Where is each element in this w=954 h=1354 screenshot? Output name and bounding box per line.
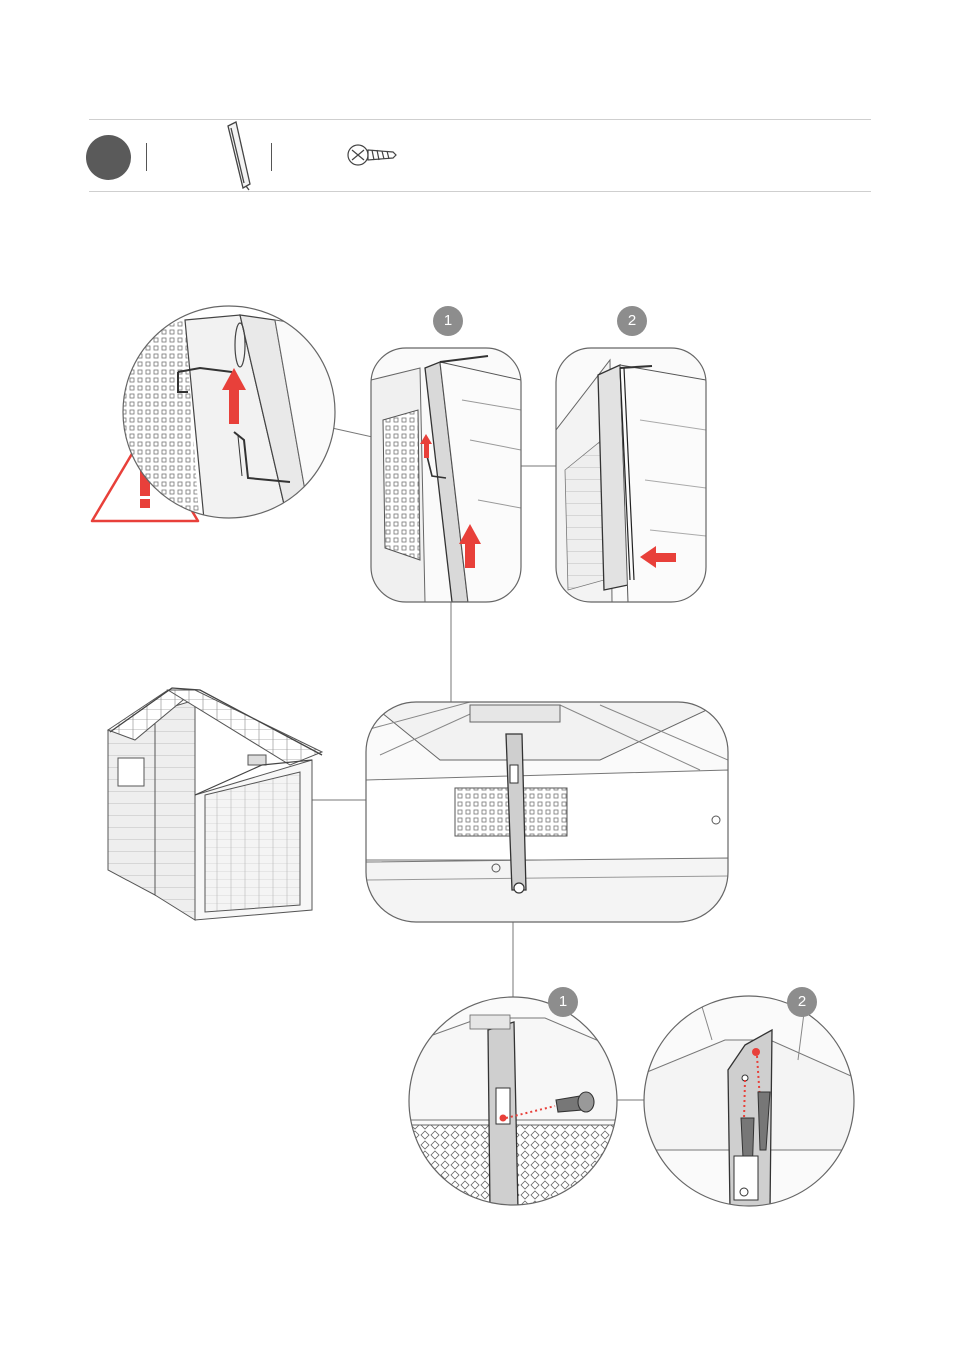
bottom-step-2-badge: 2 [787, 987, 817, 1017]
top-step-2-badge: 2 [617, 306, 647, 336]
shed-overview [108, 688, 322, 920]
gable-rail-view [366, 700, 728, 922]
bottom-step-2-view [640, 995, 860, 1210]
top-step-2-view [556, 348, 706, 602]
top-step-1-view [371, 348, 521, 602]
bottom-step-1-badge: 1 [548, 987, 578, 1017]
top-step-1-badge: 1 [433, 306, 463, 336]
rail-bracket-icon [228, 122, 250, 190]
screw-icon [348, 145, 396, 165]
bottom-step-1-view [405, 995, 620, 1210]
